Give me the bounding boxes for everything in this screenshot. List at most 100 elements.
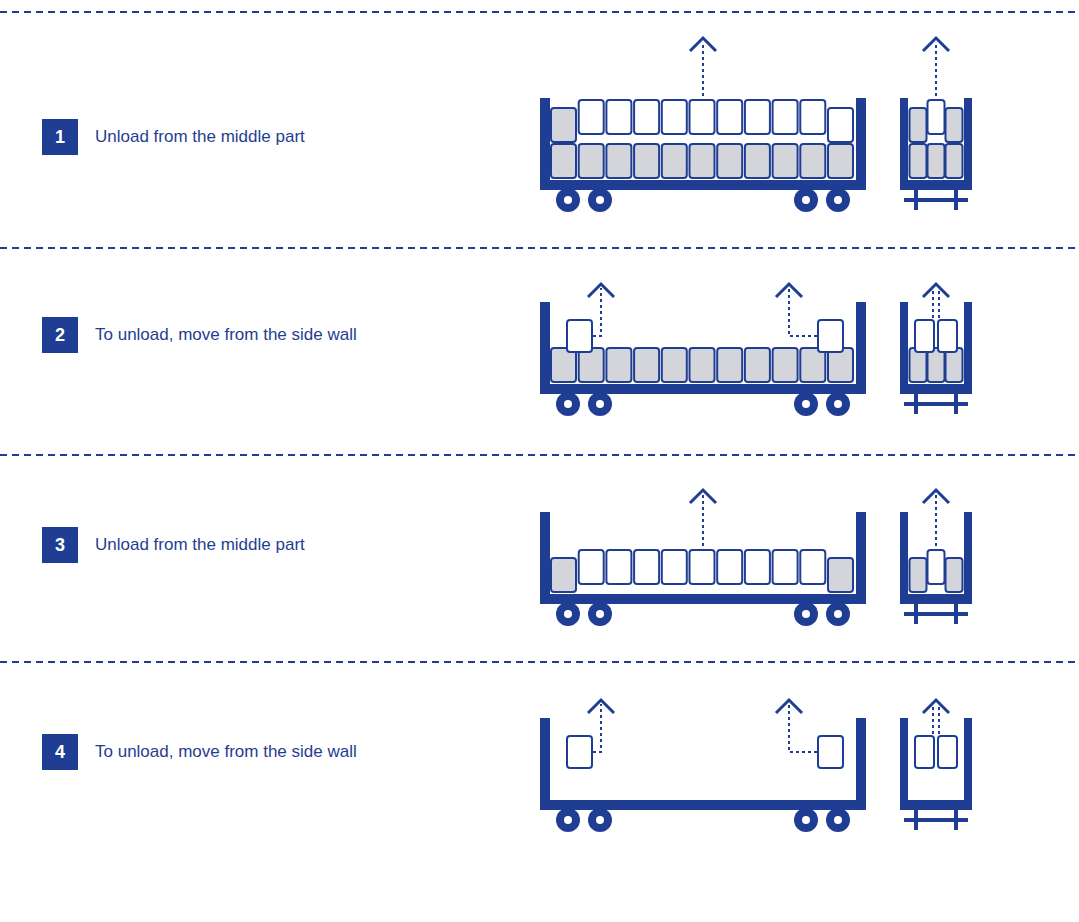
lift-arrow bbox=[588, 284, 614, 297]
cargo-box bbox=[662, 100, 687, 134]
wagon-frame bbox=[964, 718, 972, 810]
wheel-hub bbox=[834, 400, 842, 408]
cargo-box bbox=[634, 144, 659, 178]
cargo-box bbox=[910, 144, 927, 178]
cargo-box bbox=[818, 736, 843, 768]
wagon-frame bbox=[540, 594, 866, 604]
cargo-box bbox=[773, 100, 798, 134]
lift-path bbox=[593, 704, 601, 752]
wagon-frame bbox=[900, 302, 908, 394]
cargo-box bbox=[690, 550, 715, 584]
wagon-wheel bbox=[556, 392, 580, 416]
wagon-frame bbox=[900, 718, 908, 810]
cargo-box bbox=[745, 100, 770, 134]
wagon-wheel bbox=[794, 808, 818, 832]
cargo-box bbox=[579, 348, 604, 382]
wheel-hub bbox=[564, 610, 572, 618]
cargo-box bbox=[800, 100, 825, 134]
wagon-wheel bbox=[826, 602, 850, 626]
cargo-box bbox=[928, 550, 945, 584]
lift-arrow bbox=[923, 38, 949, 51]
lift-path bbox=[593, 288, 601, 336]
wagon-wheel bbox=[588, 602, 612, 626]
step-number: 1 bbox=[55, 127, 65, 148]
cargo-box bbox=[745, 550, 770, 584]
cargo-box bbox=[690, 348, 715, 382]
wagon-frame bbox=[900, 594, 972, 604]
cargo-box bbox=[910, 558, 927, 592]
wheel-hub bbox=[596, 196, 604, 204]
cargo-box bbox=[818, 320, 843, 352]
wheel-hub bbox=[564, 196, 572, 204]
wagon-frame bbox=[904, 818, 968, 822]
cargo-box bbox=[928, 348, 945, 382]
wagon-frame bbox=[540, 384, 866, 394]
cargo-box bbox=[551, 144, 576, 178]
cargo-box bbox=[800, 144, 825, 178]
cargo-box bbox=[717, 348, 742, 382]
wagon-frame bbox=[904, 402, 968, 406]
wheel-hub bbox=[802, 610, 810, 618]
cargo-box bbox=[828, 558, 853, 592]
cargo-box bbox=[634, 348, 659, 382]
cargo-box bbox=[910, 348, 927, 382]
cargo-box bbox=[800, 550, 825, 584]
step-instruction: To unload, move from the side wall bbox=[95, 742, 357, 762]
wagon-frame bbox=[856, 98, 866, 190]
step-instruction: To unload, move from the side wall bbox=[95, 325, 357, 345]
row-separator bbox=[0, 11, 1079, 13]
step-number-box: 4 bbox=[42, 734, 78, 770]
wheel-hub bbox=[802, 816, 810, 824]
cargo-box bbox=[773, 550, 798, 584]
cargo-box bbox=[800, 348, 825, 382]
step-instruction: Unload from the middle part bbox=[95, 127, 305, 147]
wagon-frame bbox=[900, 512, 908, 604]
cargo-box bbox=[745, 348, 770, 382]
wheel-hub bbox=[564, 816, 572, 824]
wagon-wheel bbox=[588, 188, 612, 212]
cargo-box bbox=[946, 558, 963, 592]
cargo-box bbox=[551, 558, 576, 592]
wagon-wheel bbox=[794, 392, 818, 416]
wheel-hub bbox=[596, 610, 604, 618]
lift-path bbox=[938, 290, 940, 318]
wagon-frame bbox=[540, 512, 550, 604]
cargo-box bbox=[773, 348, 798, 382]
cargo-box bbox=[946, 348, 963, 382]
cargo-box bbox=[717, 144, 742, 178]
step-number-box: 1 bbox=[42, 119, 78, 155]
row-separator bbox=[0, 247, 1079, 249]
cargo-box bbox=[946, 108, 963, 142]
wagon-frame bbox=[964, 302, 972, 394]
wagon-frame bbox=[964, 512, 972, 604]
cargo-box bbox=[567, 736, 592, 768]
lift-arrow bbox=[923, 490, 949, 503]
cargo-box bbox=[946, 144, 963, 178]
lift-path bbox=[932, 290, 934, 318]
lift-path bbox=[938, 706, 940, 734]
wagon-frame bbox=[856, 512, 866, 604]
cargo-box bbox=[662, 144, 687, 178]
lift-path bbox=[702, 494, 704, 546]
wheel-hub bbox=[834, 816, 842, 824]
lift-path bbox=[935, 494, 937, 546]
wheel-hub bbox=[834, 196, 842, 204]
lift-path bbox=[702, 42, 704, 96]
wagon-wheel bbox=[588, 808, 612, 832]
row-separator bbox=[0, 661, 1079, 663]
wheel-hub bbox=[596, 816, 604, 824]
lift-arrow bbox=[776, 284, 802, 297]
lift-arrow bbox=[690, 490, 716, 503]
wagon-wheel bbox=[826, 808, 850, 832]
cargo-box bbox=[773, 144, 798, 178]
cargo-box bbox=[606, 550, 631, 584]
wagon-frame bbox=[856, 718, 866, 810]
step-number-box: 3 bbox=[42, 527, 78, 563]
lift-arrow bbox=[588, 700, 614, 713]
lift-path bbox=[789, 704, 817, 752]
wagon-wheel bbox=[794, 602, 818, 626]
wagon-frame bbox=[900, 180, 972, 190]
wagon-frame bbox=[904, 198, 968, 202]
wheel-hub bbox=[596, 400, 604, 408]
step-number: 2 bbox=[55, 325, 65, 346]
